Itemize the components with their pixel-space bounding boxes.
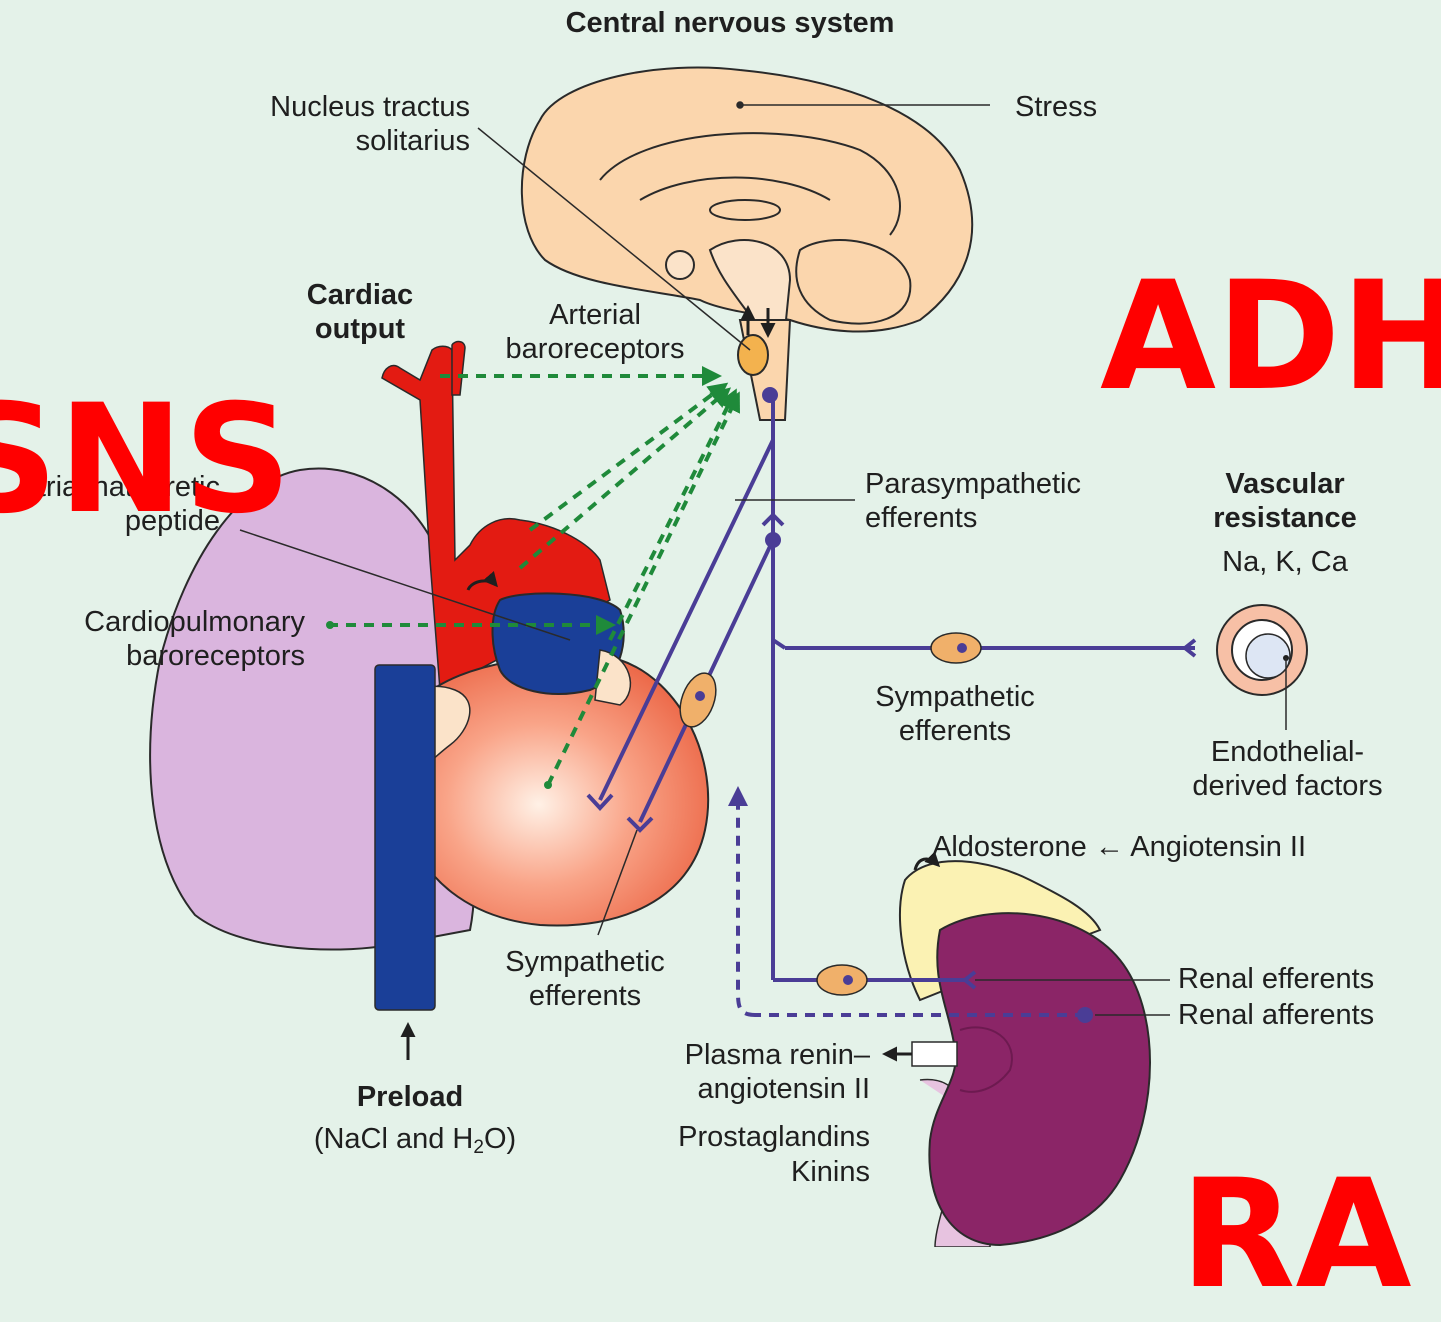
brain <box>522 67 972 420</box>
nts-label: Nucleus tractus solitarius <box>180 90 470 158</box>
preload-subscript: 2 <box>473 1137 484 1158</box>
adh-overlay: ADH <box>1100 262 1441 412</box>
parasympathetic-label: Parasympathetic efferents <box>865 467 1155 535</box>
sns-overlay: SNS <box>0 385 292 535</box>
cns-title: Central nervous system <box>480 6 980 40</box>
renal-afferents-label: Renal afferents <box>1178 998 1374 1032</box>
vascular-resistance-label: Vascular resistance <box>1185 467 1385 535</box>
preload-label: Preload <box>310 1080 510 1114</box>
kinins-label: Kinins <box>580 1155 870 1189</box>
raas-overlay: RA <box>1180 1160 1412 1310</box>
aldosterone-label: Aldosterone ← Angiotensin II <box>932 830 1306 864</box>
ions-label: Na, K, Ca <box>1185 545 1385 579</box>
arterial-baroreceptors-label: Arterial baroreceptors <box>470 298 720 366</box>
sympathetic-efferents-vessel-label: Sympathetic efferents <box>840 680 1070 748</box>
cardiac-output-label: Cardiac output <box>270 278 450 346</box>
endothelial-label: Endothelial- derived factors <box>1160 735 1415 803</box>
stress-label: Stress <box>1015 90 1097 124</box>
sympathetic-efferents-heart-label: Sympathetic efferents <box>465 945 705 1013</box>
renal-efferents-label: Renal efferents <box>1178 962 1374 996</box>
renin-label: Plasma renin– angiotensin II <box>580 1038 870 1106</box>
prostaglandins-label: Prostaglandins <box>580 1120 870 1154</box>
kidney <box>885 859 1150 1247</box>
preload-detail: (NaCl and H2O) <box>270 1122 560 1156</box>
cardiopulmonary-baroreceptors-label: Cardiopulmonary baroreceptors <box>0 605 305 673</box>
vena-cava <box>375 665 435 1010</box>
preload-detail-text: (NaCl and H <box>314 1123 474 1155</box>
blood-vessel-cross-section <box>1217 605 1307 730</box>
preload-detail-end: O) <box>484 1123 516 1155</box>
